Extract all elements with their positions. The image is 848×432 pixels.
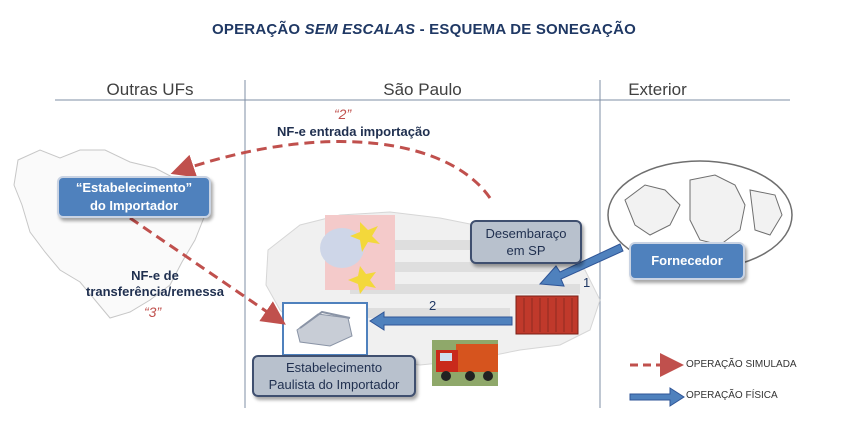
step3-line2: transferência/remessa	[85, 284, 225, 299]
truck-icon	[432, 340, 498, 386]
simulated-arrow-2	[170, 140, 492, 199]
estabelecimento-line2: do Importador	[89, 198, 179, 213]
paulista-line2: Paulista do Importador	[268, 377, 400, 392]
step-number-1: 1	[583, 275, 591, 290]
step2-quote: “2”	[334, 106, 352, 122]
physical-arrow-2	[369, 311, 513, 331]
desembaraco-line1: Desembaraço	[485, 226, 567, 241]
column-outras-ufs: Outras UFs	[106, 80, 194, 99]
legend-fisica-label: OPERAÇÃO FÍSICA	[686, 390, 778, 401]
box-fornecedor: Fornecedor	[629, 242, 745, 280]
step3-line1: NF-e de	[131, 268, 179, 283]
legend-physical-arrow	[629, 387, 685, 407]
diagram-title: OPERAÇÃO SEM ESCALAS - ESQUEMA DE SONEGA…	[212, 21, 636, 38]
column-sao-paulo: São Paulo	[383, 80, 462, 99]
title-italic: SEM ESCALAS	[304, 21, 416, 38]
simulated-arrow-3	[129, 216, 286, 325]
estabelecimento-line1: “Estabelecimento”	[75, 180, 193, 195]
box-estabelecimento-importador: “Estabelecimento” do Importador	[57, 176, 211, 218]
box-desembaraco-sp: Desembaraço em SP	[470, 220, 582, 264]
desembaraco-line2: em SP	[506, 243, 546, 258]
paulista-line1: Estabelecimento	[285, 360, 383, 375]
step2-text: NF-e entrada importação	[277, 124, 431, 139]
step-number-2: 2	[429, 298, 437, 313]
column-exterior: Exterior	[628, 80, 687, 99]
physical-arrow-1	[538, 243, 624, 287]
step3-quote: “3”	[144, 304, 162, 320]
step3-text: NF-e de transferência/remessa	[70, 268, 240, 300]
box-estabelecimento-paulista: Estabelecimento Paulista do Importador	[252, 355, 416, 397]
warehouse-icon	[296, 310, 353, 347]
shipping-container-icon	[515, 295, 579, 335]
fornecedor-label: Fornecedor	[651, 253, 723, 268]
legend-simulada-label: OPERAÇÃO SIMULADA	[686, 359, 797, 370]
